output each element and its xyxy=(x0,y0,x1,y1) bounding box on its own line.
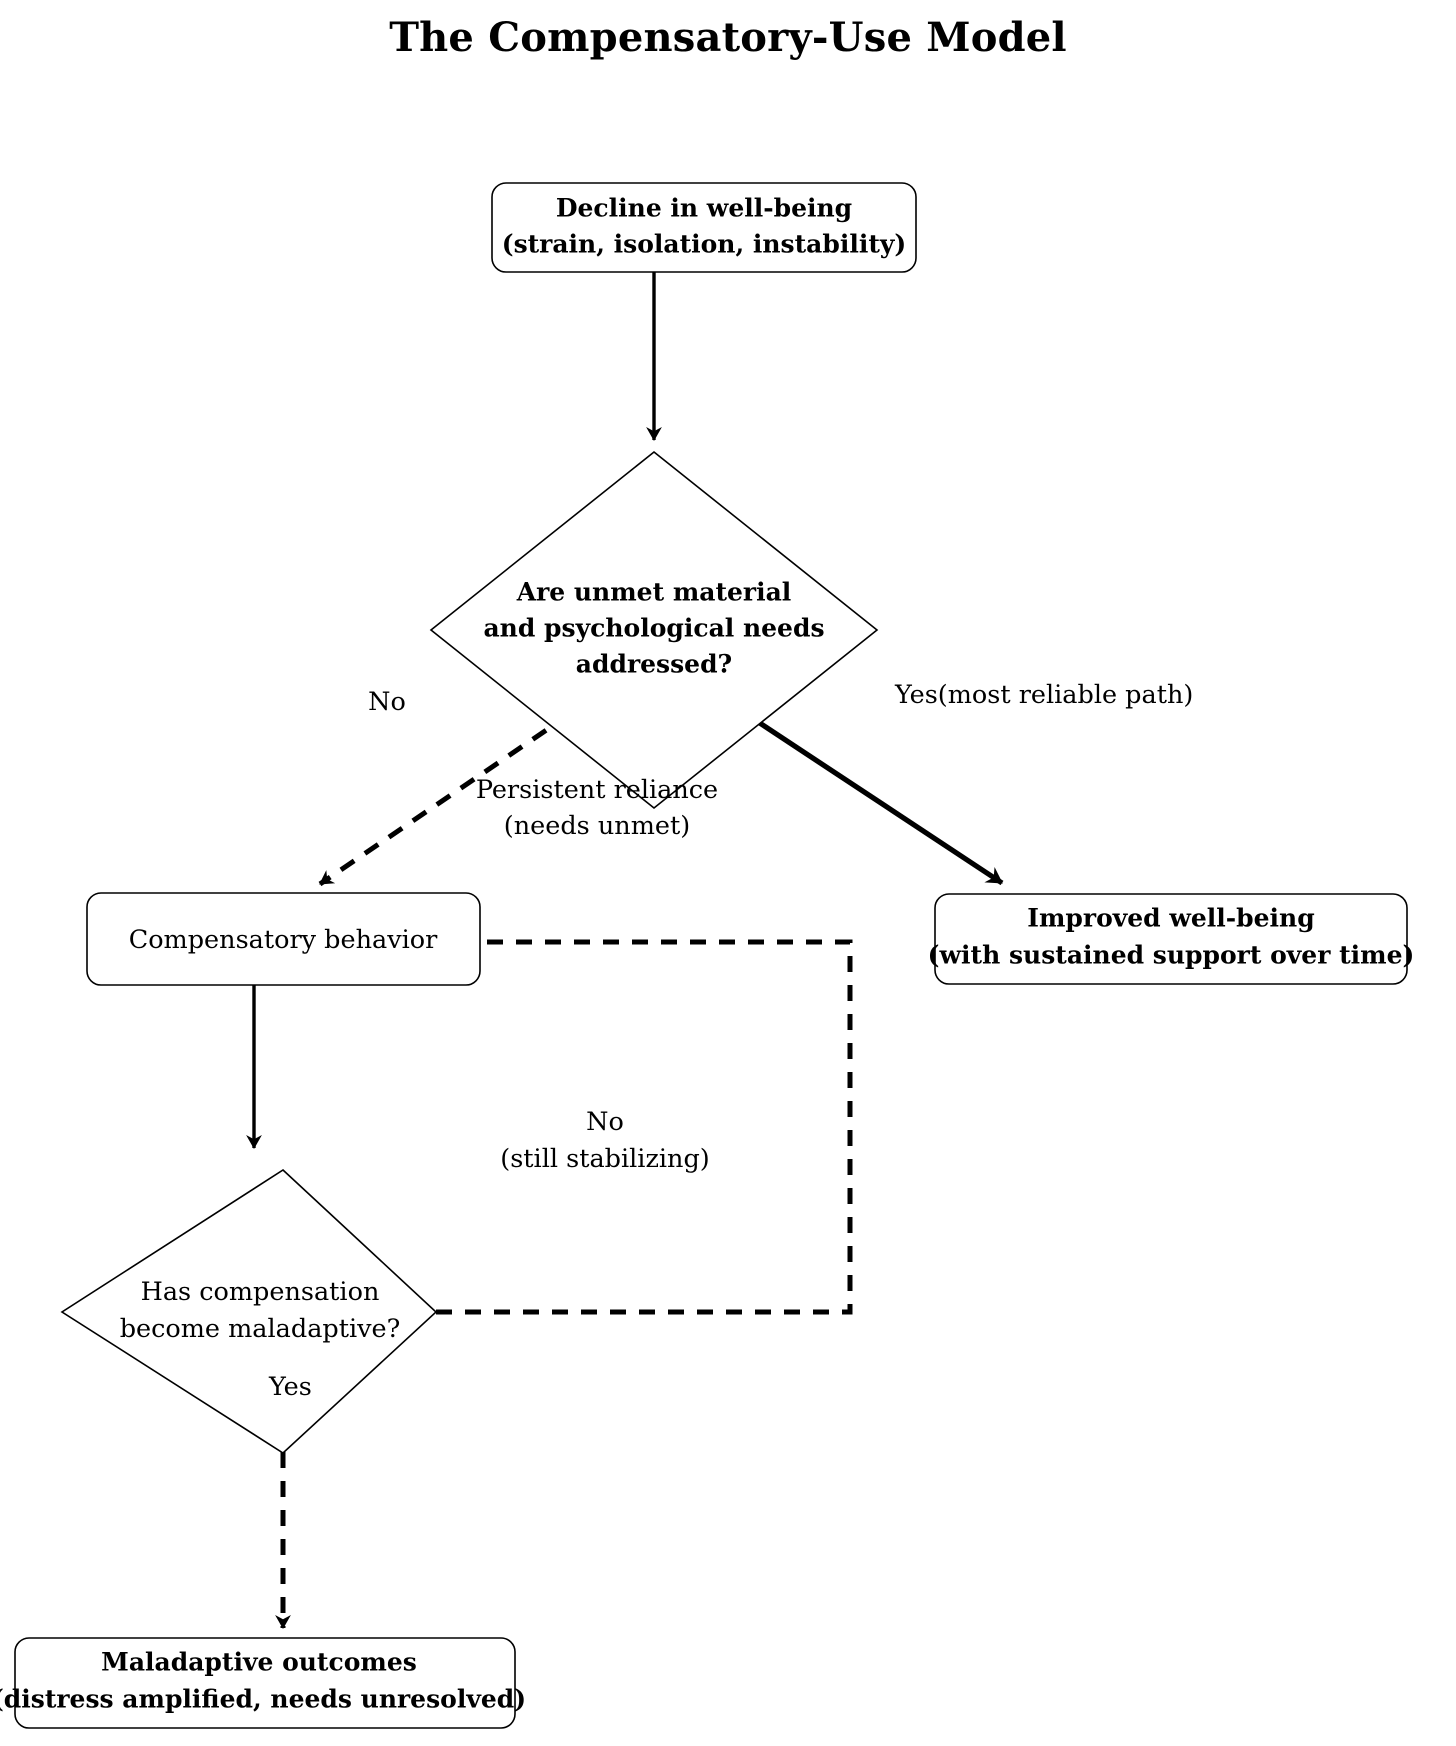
node-maladaptive-decision-shape xyxy=(60,1168,438,1455)
edge-needs-yes-to-improved xyxy=(738,707,1004,886)
node-maladaptive-outcomes-shape xyxy=(14,1637,516,1729)
node-decline-in-wellbeing[interactable]: Decline in well-being (strain, isolation… xyxy=(491,182,917,273)
node-improved-wellbeing-shape xyxy=(934,893,1408,985)
node-compensatory-behavior[interactable]: Compensatory behavior xyxy=(86,892,481,986)
node-maladaptive-outcomes-line2: (distress amplified, needs unresolved) xyxy=(0,1685,526,1714)
edge-label-persistent-reliance-line1: Persistent reliance xyxy=(476,775,718,805)
node-improved-wellbeing-line1: Improved well-being xyxy=(1027,904,1314,933)
node-compensatory-behavior-label: Compensatory behavior xyxy=(129,925,438,955)
node-compensatory-behavior-shape xyxy=(86,892,481,986)
node-maladaptive-outcomes[interactable]: Maladaptive outcomes (distress amplified… xyxy=(0,1637,526,1729)
node-decline-line1: Decline in well-being xyxy=(556,194,852,223)
node-needs-decision-line3: addressed? xyxy=(576,650,732,679)
edge-needs-no-to-compensatory xyxy=(318,711,572,887)
edge-label-no-still-stabilizing-line2: (still stabilizing) xyxy=(500,1144,709,1174)
page-title: The Compensatory-Use Model xyxy=(389,14,1067,61)
edge-label-no-still-stabilizing-line1: No xyxy=(586,1107,624,1137)
node-improved-wellbeing[interactable]: Improved well-being (with sustained supp… xyxy=(928,893,1415,985)
node-decline-line2: (strain, isolation, instability) xyxy=(502,230,907,259)
node-maladaptive-outcomes-line1: Maladaptive outcomes xyxy=(101,1648,417,1677)
node-maladaptive-decision-line2: become maladaptive? xyxy=(120,1314,401,1344)
edge-label-persistent-reliance-line2: (needs unmet) xyxy=(504,811,690,841)
node-needs-decision[interactable]: Are unmet material and psychological nee… xyxy=(429,450,879,810)
node-decline-shape xyxy=(491,182,917,273)
node-needs-decision-line1: Are unmet material xyxy=(516,578,792,607)
node-needs-decision-shape xyxy=(429,450,879,810)
edge-label-yes-needs: Yes(most reliable path) xyxy=(894,680,1193,710)
edge-label-no-needs: No xyxy=(368,687,406,717)
edge-label-yes-maladaptive: Yes xyxy=(268,1372,312,1402)
edge-maladaptive-no-feedback-loop xyxy=(436,934,853,1315)
node-maladaptive-decision-line1: Has compensation xyxy=(141,1277,380,1307)
node-needs-decision-line2: and psychological needs xyxy=(483,614,824,643)
node-maladaptive-decision[interactable]: Has compensation become maladaptive? xyxy=(60,1168,438,1455)
node-improved-wellbeing-line2: (with sustained support over time) xyxy=(928,941,1415,970)
